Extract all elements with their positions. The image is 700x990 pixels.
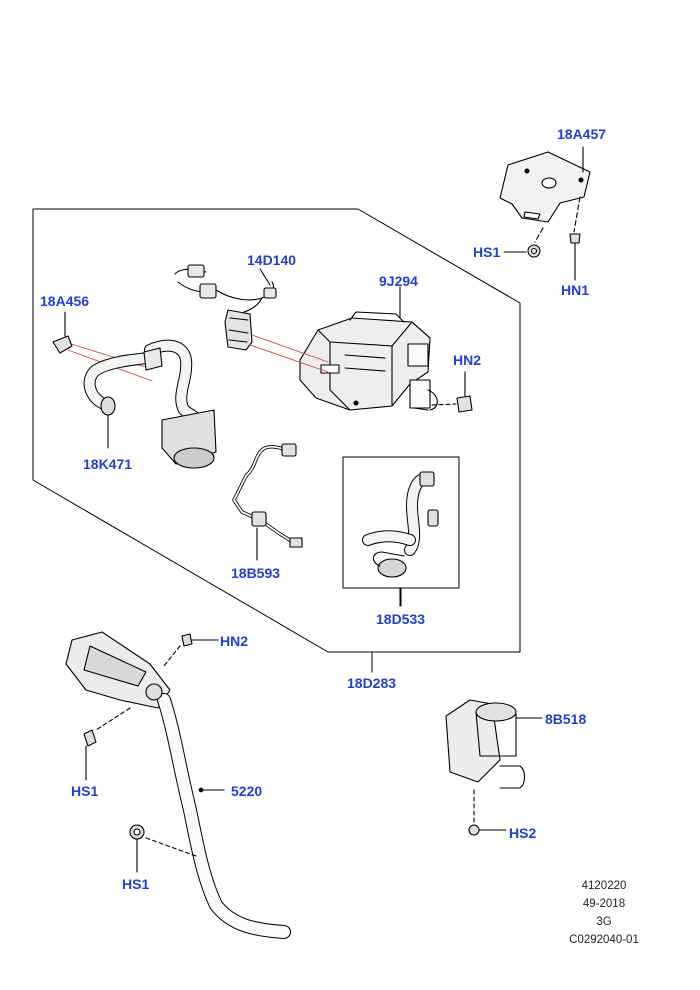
callout-18B593[interactable]: 18B593 xyxy=(231,565,281,581)
callout-hn1[interactable]: HN1 xyxy=(561,282,590,298)
sensor-18B593-part xyxy=(232,443,303,561)
clip-18A456-part xyxy=(52,311,73,354)
callout-14D140[interactable]: 14D140 xyxy=(247,252,297,268)
callout-hn2-lower[interactable]: HN2 xyxy=(220,633,249,649)
footer-code-line-2: 49-2018 xyxy=(582,898,626,910)
wiring-harness-14D140-part xyxy=(174,264,277,351)
footer-code-line-4: C0292040-01 xyxy=(569,934,639,946)
pump-8B518-part xyxy=(445,699,543,836)
pipe-5220-part xyxy=(65,631,291,939)
callout-hs1-mid[interactable]: HS1 xyxy=(71,783,99,799)
callout-hs1-top[interactable]: HS1 xyxy=(473,244,501,260)
callout-18D533[interactable]: 18D533 xyxy=(376,611,426,627)
red-leader-lines xyxy=(67,334,329,382)
callout-hs2[interactable]: HS2 xyxy=(509,825,537,841)
callout-hn2-group[interactable]: HN2 xyxy=(453,352,482,368)
callout-18A457[interactable]: 18A457 xyxy=(557,126,607,142)
module-9J294-part xyxy=(299,286,438,411)
callout-hs1-bottom[interactable]: HS1 xyxy=(122,876,150,892)
footer-code-line-1: 4120220 xyxy=(581,880,627,892)
footer-code-line-3: 3G xyxy=(596,916,612,928)
callout-18A456[interactable]: 18A456 xyxy=(40,293,90,309)
screw-hs1-top-part xyxy=(503,244,541,258)
hoses-18D533-part xyxy=(362,471,439,578)
callout-18D283[interactable]: 18D283 xyxy=(347,675,397,691)
assembly-group-outline xyxy=(32,208,521,673)
nut-hn2-group-part xyxy=(431,371,473,413)
callout-5220[interactable]: 5220 xyxy=(231,783,263,799)
bracket-18A457-part xyxy=(499,146,591,243)
hose-18K471-part xyxy=(83,339,217,469)
callout-18K471[interactable]: 18K471 xyxy=(83,456,133,472)
callout-8B518[interactable]: 8B518 xyxy=(545,711,587,727)
callout-leader-lines xyxy=(371,587,401,673)
nut-hn1-part xyxy=(569,233,581,281)
callout-9J294[interactable]: 9J294 xyxy=(379,273,418,289)
